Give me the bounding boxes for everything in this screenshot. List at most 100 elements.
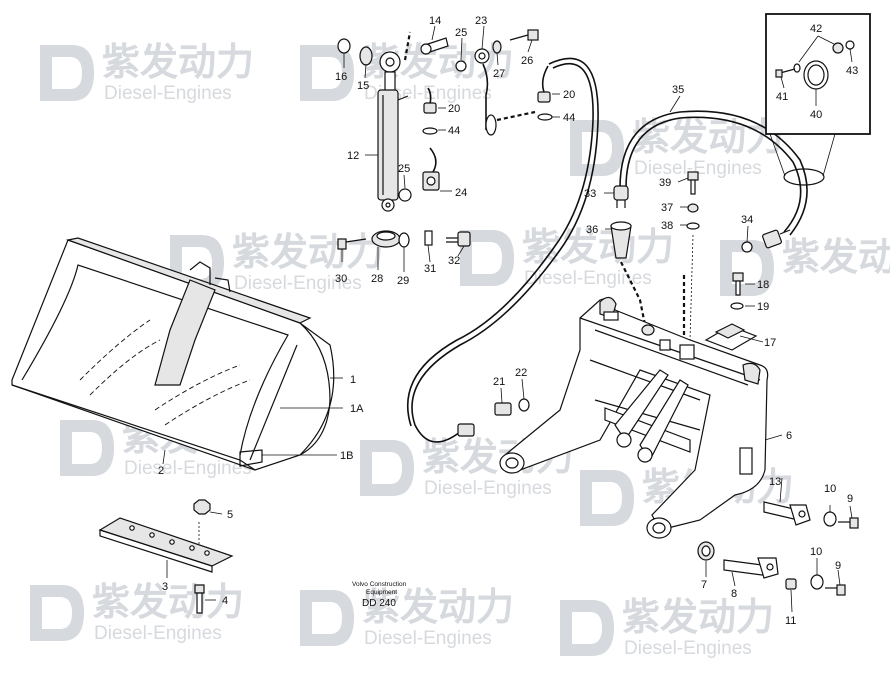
watermark-brand: 紫发动力 bbox=[362, 587, 514, 629]
watermark-sub: Diesel-Engines bbox=[234, 273, 362, 294]
watermark-logo-icon bbox=[720, 240, 774, 296]
washer-19 bbox=[730, 302, 744, 310]
watermark: 紫发动力 Diesel-Engines bbox=[560, 597, 774, 659]
label-11: 11 bbox=[785, 615, 796, 627]
bolt-9-top bbox=[838, 517, 859, 529]
bolt-9-low bbox=[825, 584, 846, 596]
watermark: 紫发动力 Diesel-Engines bbox=[300, 587, 514, 649]
bucket bbox=[11, 237, 335, 471]
label-28: 28 bbox=[371, 273, 383, 285]
label-32: 32 bbox=[448, 255, 460, 267]
label-30: 30 bbox=[335, 273, 347, 285]
watermark-brand: 紫发动力 bbox=[622, 597, 774, 639]
label-21: 21 bbox=[493, 376, 505, 388]
label-4: 4 bbox=[222, 595, 228, 607]
label-43: 43 bbox=[846, 65, 858, 77]
washer-44-left bbox=[422, 127, 438, 135]
washer-38 bbox=[686, 222, 700, 230]
label-39: 39 bbox=[659, 177, 671, 189]
label-19: 19 bbox=[757, 301, 769, 313]
pin-8 bbox=[723, 557, 779, 579]
washer-10-top bbox=[823, 511, 837, 527]
hose-35-inner bbox=[625, 116, 802, 233]
block-on-frame bbox=[679, 344, 695, 360]
watermark-logo-icon bbox=[60, 420, 114, 476]
watermark: 紫发动力 Diesel-Engines bbox=[570, 117, 784, 179]
tilt-cylinder bbox=[377, 51, 409, 212]
watermark-brand: 紫发动力 bbox=[782, 237, 890, 279]
label-9-low: 9 bbox=[835, 560, 841, 572]
hose-dash-middle bbox=[496, 110, 536, 122]
label-23: 23 bbox=[475, 15, 487, 27]
lock-block-17 bbox=[704, 323, 758, 351]
block-on-frame-2 bbox=[659, 339, 671, 351]
label-3: 3 bbox=[162, 581, 168, 593]
watermark-sub: Diesel-Engines bbox=[524, 268, 652, 289]
label-10-top: 10 bbox=[824, 483, 836, 495]
label-22: 22 bbox=[515, 367, 527, 379]
label-15: 15 bbox=[357, 80, 369, 92]
cutting-edge bbox=[98, 517, 234, 573]
watermark-logo-icon bbox=[460, 230, 514, 286]
label-1: 1 bbox=[350, 374, 356, 386]
label-16: 16 bbox=[335, 71, 347, 83]
watermark-sub: Diesel-Engines bbox=[624, 638, 752, 659]
swivel-23 bbox=[474, 48, 497, 136]
label-44-right: 44 bbox=[563, 112, 575, 124]
label-44-left: 44 bbox=[448, 125, 460, 137]
label-24: 24 bbox=[455, 187, 467, 199]
label-29: 29 bbox=[397, 275, 409, 287]
watermark-logo-icon bbox=[300, 45, 354, 101]
caption-code: DD 240 bbox=[362, 598, 396, 609]
label-1B: 1B bbox=[340, 450, 353, 462]
label-17: 17 bbox=[764, 337, 776, 349]
label-6: 6 bbox=[786, 430, 792, 442]
watermark: 紫发动力 Diesel-Engines bbox=[40, 42, 254, 104]
watermark-brand: 紫发动力 bbox=[522, 227, 674, 269]
label-36: 36 bbox=[586, 224, 598, 236]
label-25-top: 25 bbox=[455, 27, 467, 39]
grease-fitting-11 bbox=[785, 578, 797, 590]
hose-35 bbox=[619, 110, 808, 236]
caption: Volvo Construction Equipment DD 240 bbox=[352, 581, 407, 609]
fitting-21 bbox=[494, 402, 512, 416]
label-1A: 1A bbox=[350, 403, 364, 415]
fitting-36 bbox=[610, 221, 632, 259]
label-38: 38 bbox=[661, 220, 673, 232]
quick-coupler-frame bbox=[499, 296, 769, 539]
watermark-logo-icon bbox=[580, 470, 634, 526]
bolt-39 bbox=[687, 171, 699, 195]
label-2: 2 bbox=[158, 465, 164, 477]
label-14: 14 bbox=[429, 15, 441, 27]
label-18: 18 bbox=[757, 279, 769, 291]
watermark-brand: 紫发动力 bbox=[632, 117, 784, 159]
bolt-26 bbox=[509, 29, 539, 41]
fitting-33 bbox=[613, 185, 629, 208]
watermark-brand: 紫发动力 bbox=[232, 232, 384, 274]
label-25-low: 25 bbox=[398, 163, 410, 175]
block-31 bbox=[424, 230, 433, 246]
detail-box bbox=[765, 13, 871, 135]
leader-lines bbox=[162, 25, 853, 613]
detail-ring bbox=[783, 168, 825, 186]
watermark-logo-icon bbox=[40, 45, 94, 101]
watermark-sub: Diesel-Engines bbox=[94, 623, 222, 644]
fitting-20-right bbox=[537, 65, 551, 103]
label-20-left: 20 bbox=[448, 103, 460, 115]
label-12: 12 bbox=[347, 150, 359, 162]
label-10-low: 10 bbox=[810, 546, 822, 558]
watermark-sub: Diesel-Engines bbox=[104, 83, 232, 104]
watermark-logo-icon bbox=[570, 120, 624, 176]
watermark-brand: 紫发动力 bbox=[92, 582, 244, 624]
label-7: 7 bbox=[701, 579, 707, 591]
label-33: 33 bbox=[584, 188, 596, 200]
plug-32 bbox=[446, 231, 471, 247]
label-26: 26 bbox=[521, 55, 533, 67]
label-20-right: 20 bbox=[563, 89, 575, 101]
label-5: 5 bbox=[227, 509, 233, 521]
pin-13 bbox=[763, 501, 811, 526]
watermark-brand: 紫发动力 bbox=[102, 42, 254, 84]
watermark: 紫发动力 Diesel-Engines bbox=[30, 582, 244, 644]
watermark-logo-icon bbox=[560, 600, 614, 656]
